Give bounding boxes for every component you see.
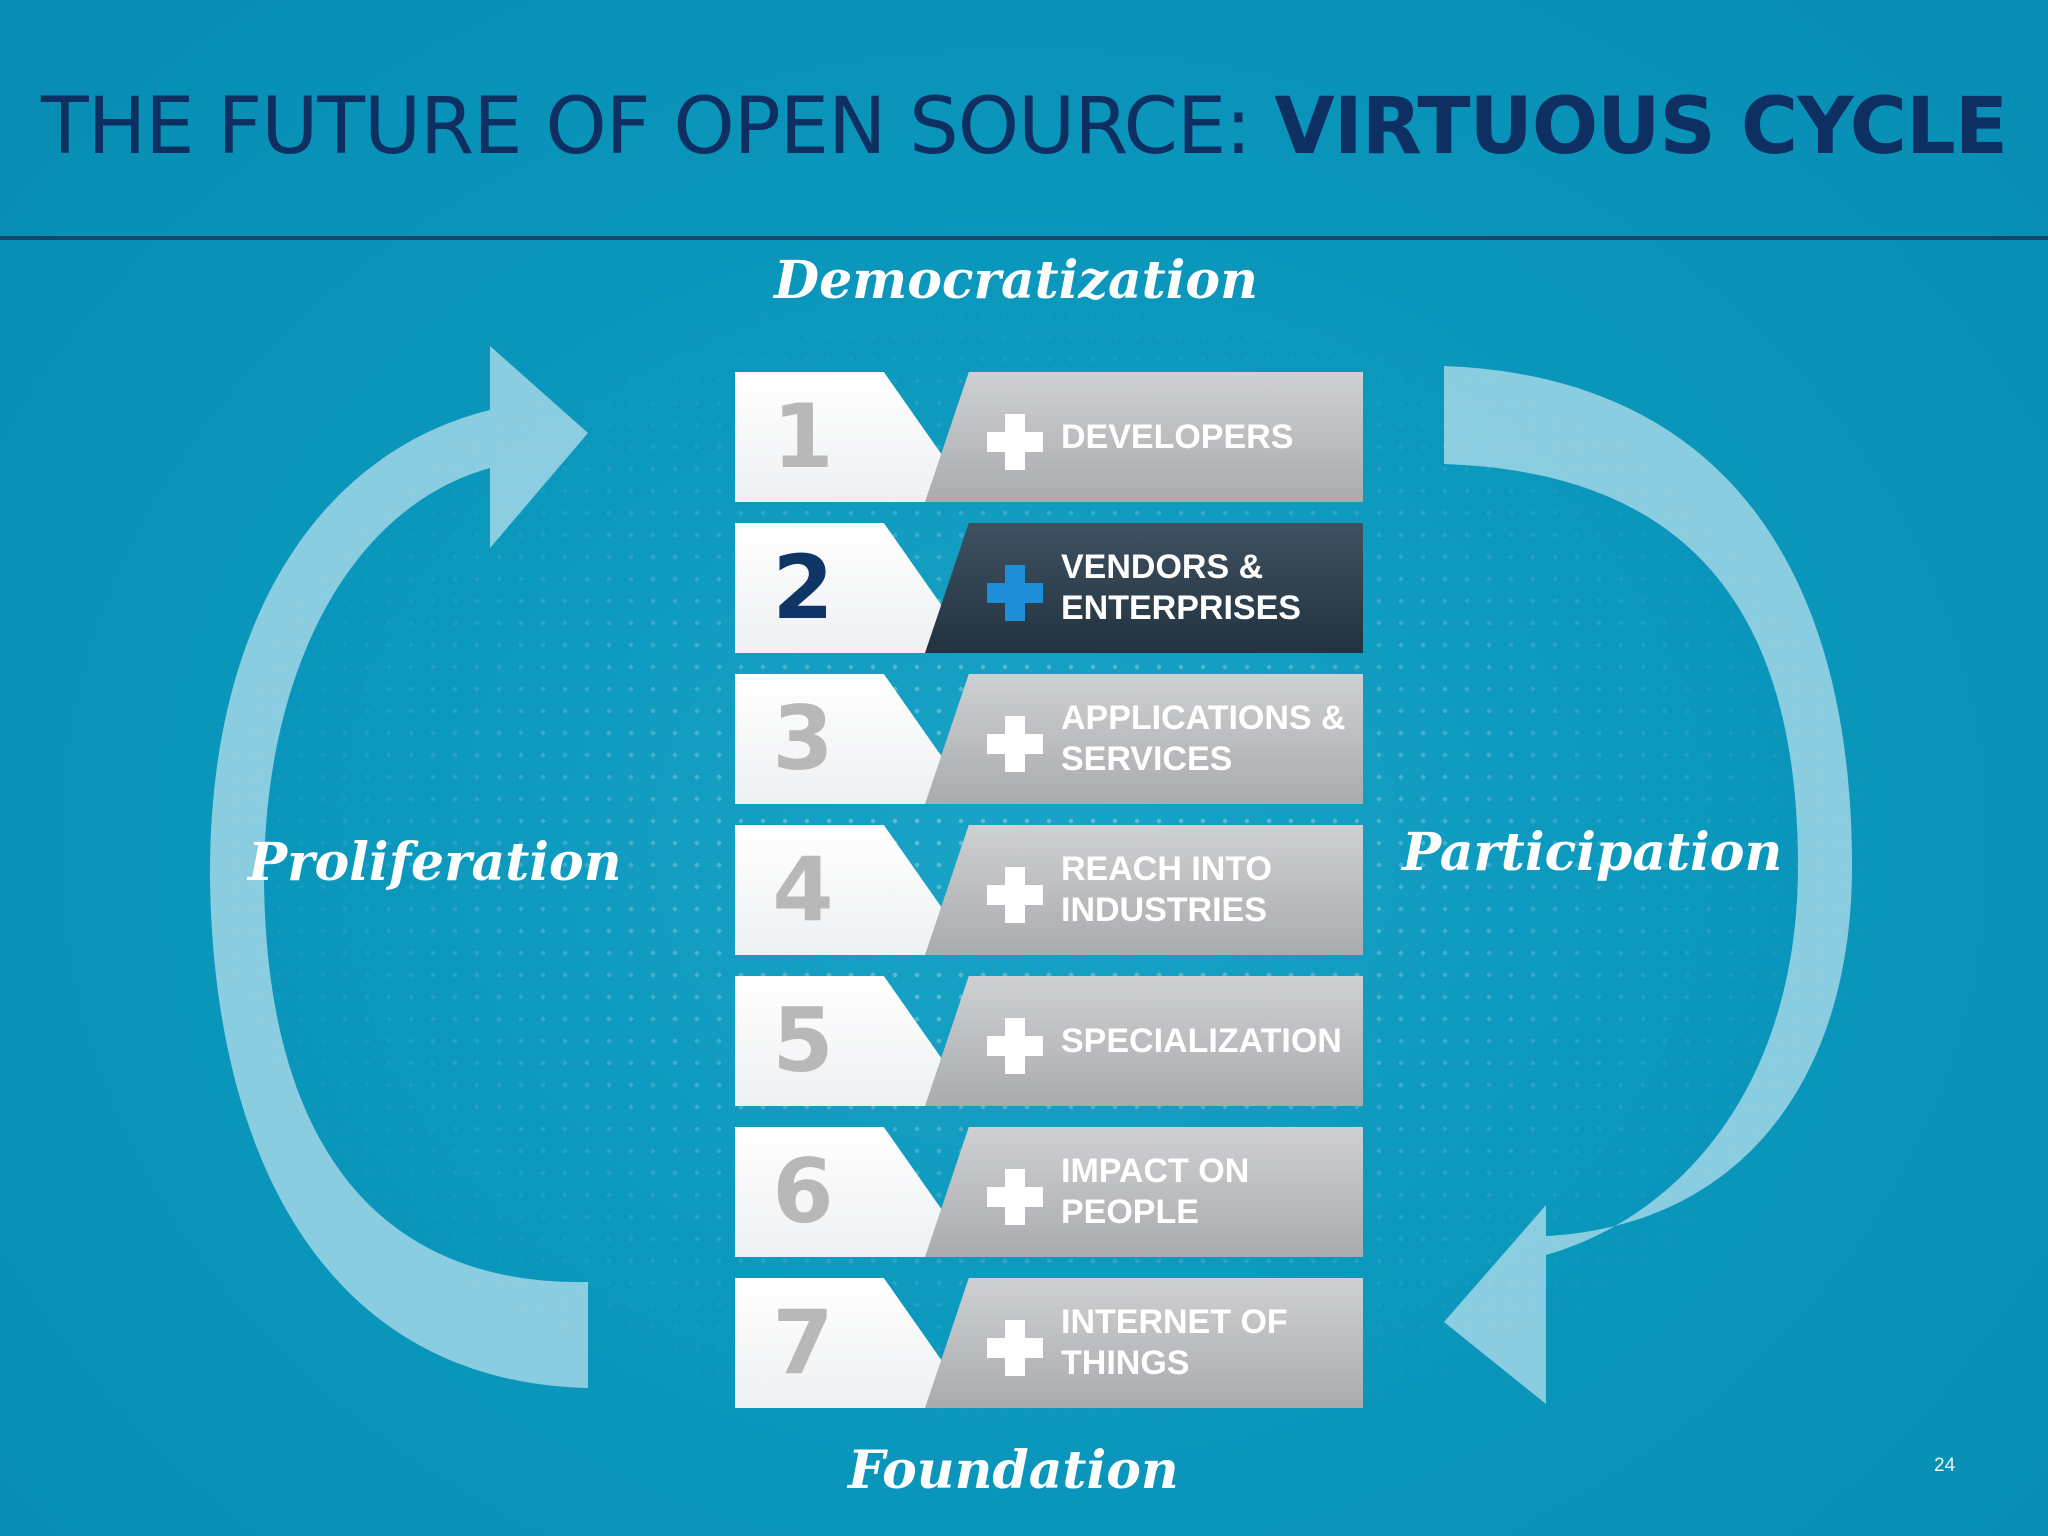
title-bold: VIRTUOUS CYCLE: [1274, 82, 2008, 172]
step-number: 2: [772, 536, 834, 639]
step-row: 3 APPLICATIONS &SERVICES: [735, 674, 1363, 804]
cycle-label-proliferation: Proliferation: [248, 832, 622, 893]
step-label-line-1: REACH INTO: [1061, 850, 1272, 888]
plus-icon: [987, 1320, 1043, 1376]
step-label-line-2: SERVICES: [1061, 740, 1233, 778]
step-row: 2 VENDORS &ENTERPRISES: [735, 523, 1363, 653]
plus-icon: [987, 1018, 1043, 1074]
step-label-line-2: THINGS: [1061, 1344, 1190, 1382]
step-label-line-1: VENDORS &: [1061, 548, 1264, 586]
step-label: SPECIALIZATION: [1061, 976, 1361, 1106]
plus-icon: [987, 1169, 1043, 1225]
plus-icon: [987, 565, 1043, 621]
step-row: 1 DEVELOPERS: [735, 372, 1363, 502]
step-number: 5: [772, 989, 834, 1092]
step-number: 7: [772, 1291, 834, 1394]
step-number: 4: [772, 838, 834, 941]
plus-icon: [987, 716, 1043, 772]
left-cycle-arrow: [209, 346, 589, 1388]
step-label-line-1: INTERNET OF: [1061, 1303, 1288, 1341]
step-label: VENDORS &ENTERPRISES: [1061, 523, 1361, 653]
step-label-line-1: DEVELOPERS: [1061, 417, 1294, 456]
step-number: 1: [772, 385, 834, 488]
step-label-line-1: APPLICATIONS &: [1061, 699, 1346, 737]
title-divider: [0, 236, 2048, 240]
step-label-line-1: SPECIALIZATION: [1061, 1021, 1342, 1060]
plus-icon: [987, 867, 1043, 923]
cycle-label-democratization: Democratization: [774, 250, 1258, 311]
step-row: 5 SPECIALIZATION: [735, 976, 1363, 1106]
step-label-line-2: INDUSTRIES: [1061, 891, 1267, 929]
step-label-line-1: IMPACT ON: [1061, 1152, 1250, 1190]
cycle-label-participation: Participation: [1402, 822, 1783, 883]
right-cycle-arrow: [1444, 366, 1853, 1404]
step-label-line-2: ENTERPRISES: [1061, 589, 1301, 627]
cycle-label-foundation: Foundation: [848, 1440, 1179, 1501]
slide-title: THE FUTURE OF OPEN SOURCE: VIRTUOUS CYCL…: [0, 82, 2048, 172]
step-label: APPLICATIONS &SERVICES: [1061, 674, 1361, 804]
step-label-line-2: PEOPLE: [1061, 1193, 1199, 1231]
title-regular: THE FUTURE OF OPEN SOURCE:: [40, 82, 1275, 172]
step-number: 3: [772, 687, 834, 790]
step-number: 6: [772, 1140, 834, 1243]
plus-icon: [987, 414, 1043, 470]
step-label: DEVELOPERS: [1061, 372, 1361, 502]
page-number: 24: [1934, 1455, 1956, 1476]
